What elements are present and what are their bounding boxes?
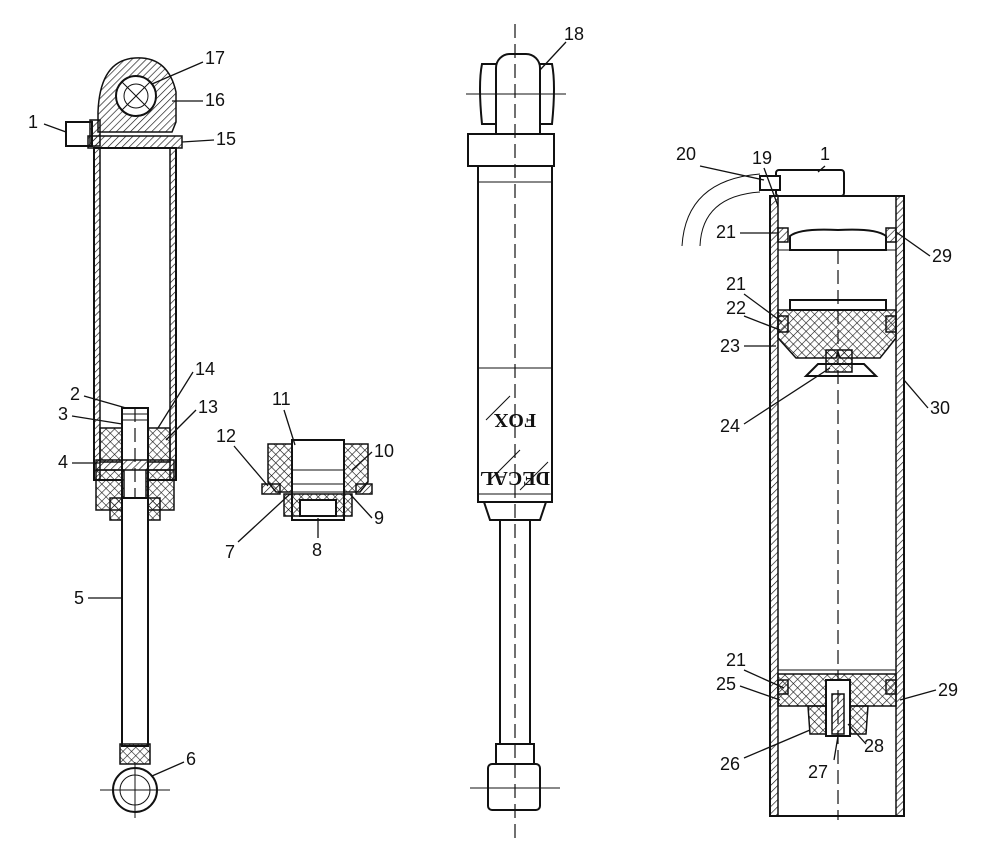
lower-eyelet — [487, 763, 541, 811]
callout-6: 6 — [186, 749, 196, 769]
callout-8: 8 — [312, 540, 322, 560]
callout-13: 13 — [198, 397, 218, 417]
left-shock-section — [65, 57, 183, 818]
callout-17: 17 — [205, 48, 225, 68]
callout-7: 7 — [225, 542, 235, 562]
decal-text-line1: FOX — [493, 409, 536, 431]
callout-10: 10 — [374, 441, 394, 461]
callout-9: 9 — [374, 508, 384, 528]
callout-18: 18 — [564, 24, 584, 44]
callout-11: 11 — [272, 389, 291, 409]
callout-29-bottom: 29 — [938, 680, 958, 700]
callout-16: 16 — [205, 90, 225, 110]
callout-24: 24 — [720, 416, 740, 436]
callout-15: 15 — [216, 129, 236, 149]
callout-1: 1 — [28, 112, 38, 132]
middle-callouts: 18 — [539, 24, 584, 71]
callout-21-mid: 21 — [726, 274, 746, 294]
middle-shock-exterior: FOX DECAL — [466, 24, 566, 838]
reservoir-valve — [775, 169, 845, 197]
callout-14: 14 — [195, 359, 215, 379]
callout-19: 19 — [752, 148, 772, 168]
callout-26: 26 — [720, 754, 740, 774]
upper-bearing-inner — [123, 83, 149, 109]
reservoir-section — [681, 169, 905, 820]
reservoir-callouts: 20 19 1 21 29 21 22 23 24 30 21 25 29 26… — [676, 144, 958, 782]
callout-28: 28 — [864, 736, 884, 756]
callout-12: 12 — [216, 426, 236, 446]
callout-22: 22 — [726, 298, 746, 318]
piston-callouts: 11 12 10 9 7 8 — [216, 389, 394, 562]
callout-5: 5 — [74, 588, 84, 608]
piston-detail — [261, 439, 373, 521]
callout-29-top: 29 — [932, 246, 952, 266]
callout-21-bottom: 21 — [726, 650, 746, 670]
cap-band — [87, 135, 183, 149]
callout-1-reservoir: 1 — [820, 144, 830, 164]
callout-4: 4 — [58, 452, 68, 472]
callout-3: 3 — [58, 404, 68, 424]
left-callouts: 1 17 16 15 2 14 3 13 4 5 6 — [28, 48, 236, 777]
callout-2: 2 — [70, 384, 80, 404]
shaft — [121, 497, 149, 747]
callout-23: 23 — [720, 336, 740, 356]
callout-25: 25 — [716, 674, 736, 694]
callout-20: 20 — [676, 144, 696, 164]
callout-30: 30 — [930, 398, 950, 418]
callout-27: 27 — [808, 762, 828, 782]
callout-21-top: 21 — [716, 222, 736, 242]
upper-cap — [467, 133, 555, 167]
